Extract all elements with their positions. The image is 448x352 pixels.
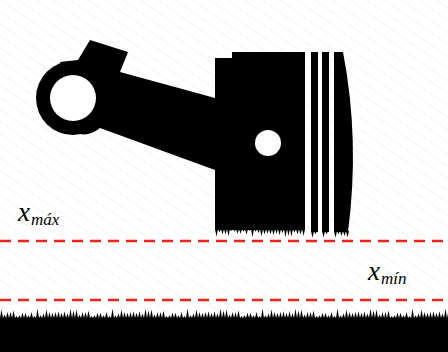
position-subscript: máx	[31, 211, 59, 228]
position-symbol: x	[18, 199, 30, 226]
position-symbol: x	[368, 258, 380, 285]
piston-pin	[255, 130, 281, 156]
ground-block	[0, 309, 448, 352]
rod-big-end	[36, 61, 110, 135]
rod-bore	[50, 75, 96, 121]
position-subscript: mín	[381, 270, 407, 287]
max-position-line	[0, 240, 448, 243]
piston	[215, 52, 353, 232]
piston-wear-edge	[215, 229, 349, 238]
min-position-line	[0, 299, 448, 302]
